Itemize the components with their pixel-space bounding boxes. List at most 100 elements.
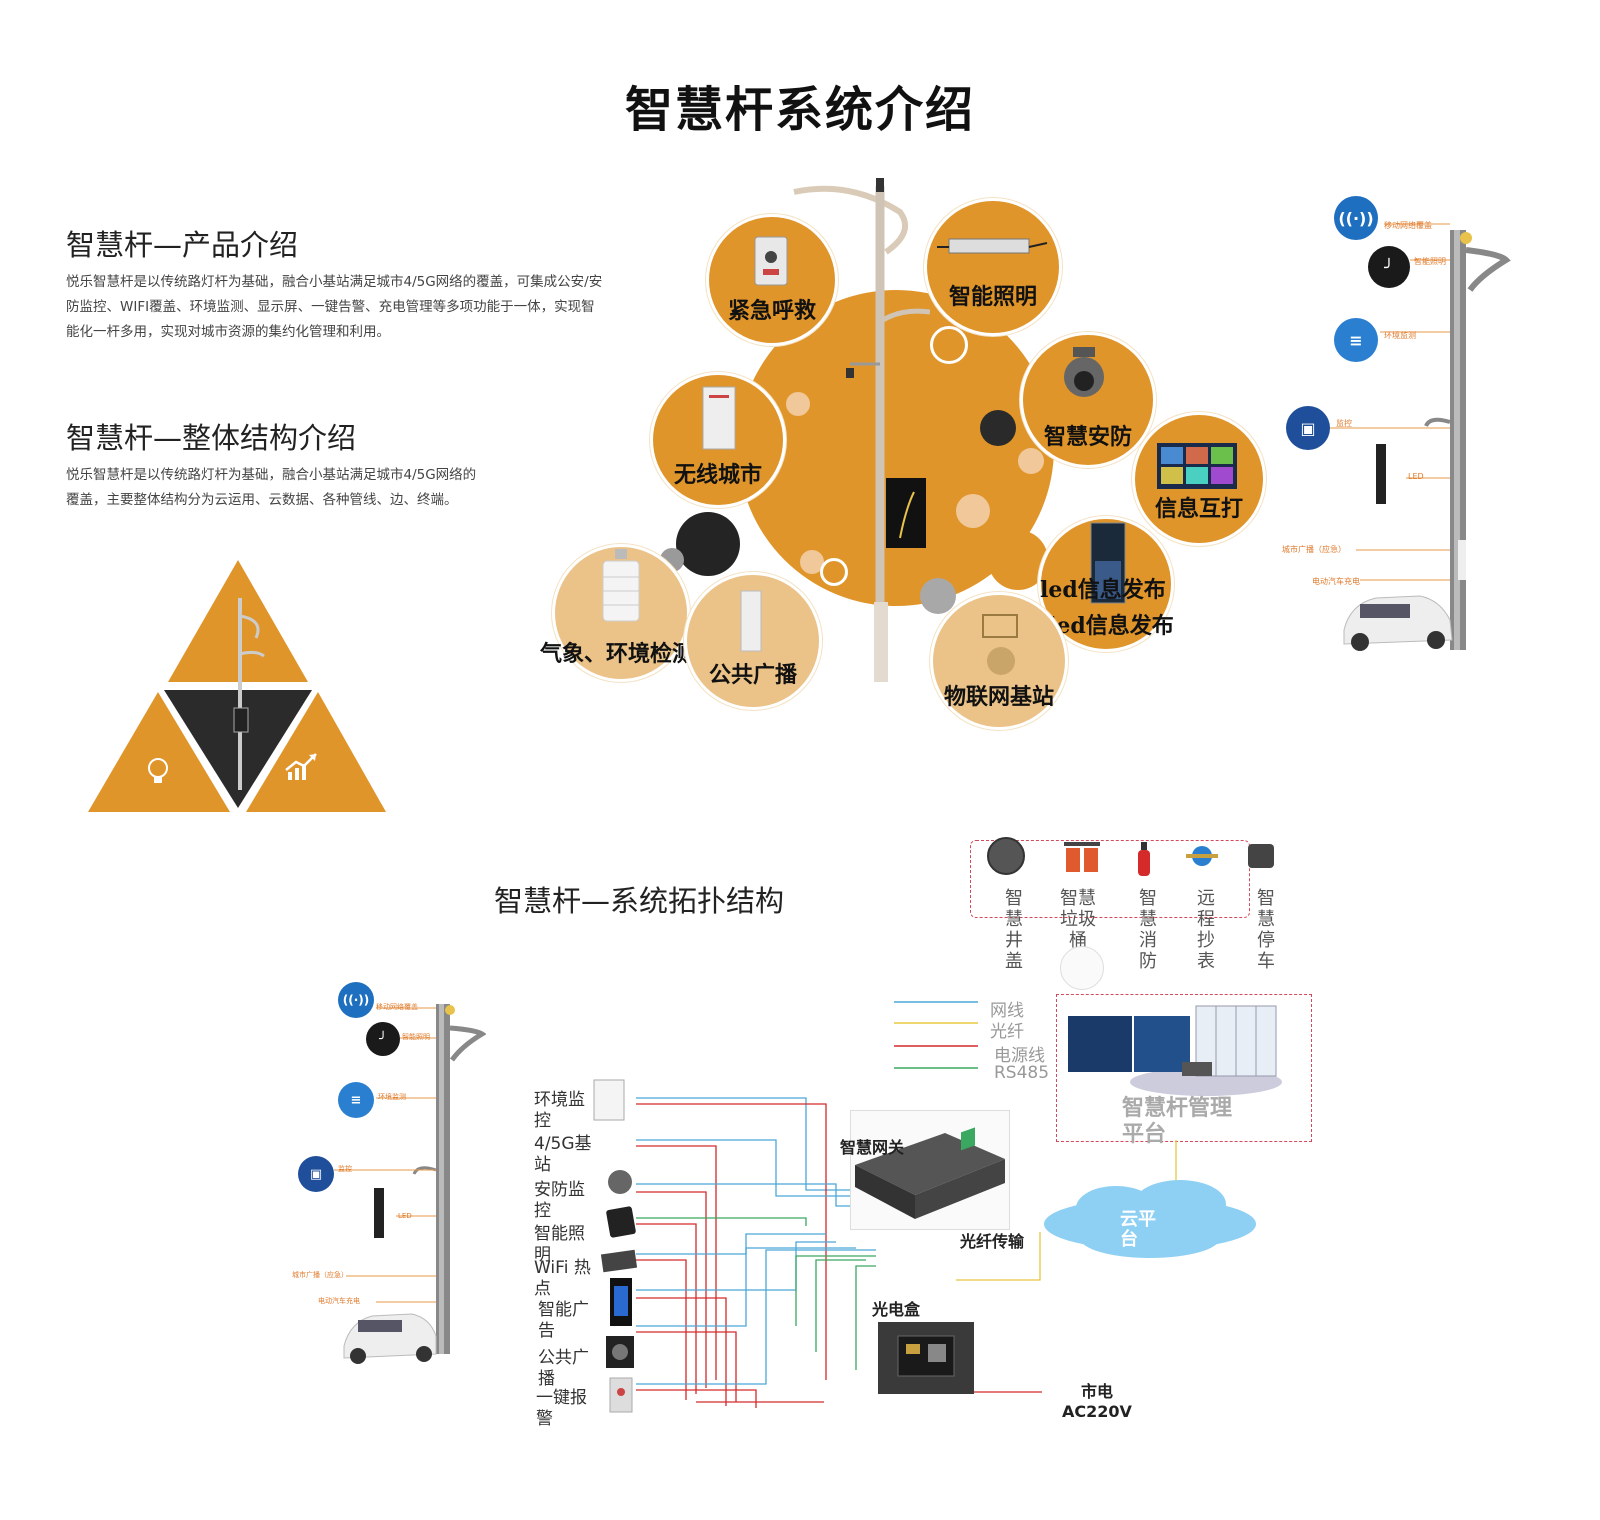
weather-label: 气象、环境检测	[540, 641, 695, 667]
photoelectric-box-icon	[878, 1322, 974, 1394]
page-title: 智慧杆系统介绍	[624, 82, 975, 138]
platform-label: 智慧杆管理平台	[1122, 1096, 1233, 1147]
device-public-broadcast: 公共广播	[538, 1348, 589, 1389]
management-platform-box	[1056, 994, 1312, 1142]
wifi-icon: ((·))	[338, 982, 374, 1018]
structure-text: 悦乐智慧杆是以传统路灯杆为基础，融合小基站满足城市4/5G网络的 覆盖，主要整体…	[66, 467, 477, 508]
topology-pole-diagram	[334, 1004, 486, 1364]
legend-power: 电源线	[994, 1046, 1045, 1066]
label-env-2: 环境监测	[378, 1093, 406, 1101]
driver-icon	[606, 1206, 636, 1238]
smart-pole-illustration	[793, 178, 930, 682]
gateway-label: 智慧网关	[840, 1138, 905, 1157]
label-monitor-2: 监控	[338, 1165, 352, 1173]
device-remote-meter: 远程抄表	[1197, 888, 1215, 972]
label-broadcast-2: 城市广播（应急）	[292, 1271, 348, 1279]
terminal-device-icons	[987, 837, 1274, 876]
device-smart-parking: 智慧停车	[1257, 888, 1275, 972]
bubble-smart-security: 智慧安防	[1020, 332, 1156, 468]
cloud-platform-icon	[1044, 1180, 1256, 1258]
bubble-iot-station: 物联网基站	[930, 592, 1068, 730]
triangle-structure-graphic	[88, 560, 386, 812]
device-wifi-hotspot: WiFi 热点	[534, 1258, 591, 1299]
decor-ring	[820, 558, 848, 586]
decor-dot-dark	[676, 512, 740, 576]
label-broadcast: 城市广播（应急）	[1282, 545, 1346, 554]
led-driver-icon	[937, 238, 1048, 254]
wifi-icon: ((·))	[1334, 196, 1378, 240]
camera-icon: ▣	[1286, 406, 1330, 450]
bubble-public-broadcast: 公共广播	[684, 572, 822, 710]
device-security-monitor: 安防监控	[534, 1180, 585, 1221]
bubble-wireless-city: 无线城市	[650, 372, 786, 508]
base-station-icon	[702, 386, 736, 450]
label-lighting-2: 智能照明	[402, 1033, 430, 1041]
bubble-emergency-call: 紧急呼救	[706, 214, 838, 346]
speaker-column-icon	[740, 590, 762, 652]
decor-dot-dark	[980, 410, 1016, 446]
weather-sensor-icon: ≡	[1334, 318, 1378, 362]
led-label-2: led信息发布	[1048, 613, 1174, 639]
gateway-device-icon	[855, 1127, 1005, 1219]
decor-dot-gray	[920, 578, 956, 614]
device-env-monitor: 环境监控	[534, 1090, 585, 1131]
label-mobile-2: 移动网络覆盖	[376, 1003, 418, 1011]
streetlight-icon: ╯	[366, 1022, 400, 1056]
box-label: 光电盒	[872, 1300, 921, 1319]
base-station-icon	[593, 1079, 625, 1121]
video-wall-icon	[1157, 443, 1237, 489]
bubble-smart-lighting: 智能照明	[924, 198, 1062, 336]
weather-sensor-icon: ≡	[338, 1082, 374, 1118]
iot-module-icon	[982, 614, 1018, 675]
bubble-weather-monitor	[552, 544, 690, 682]
label-led-2: LED	[398, 1212, 412, 1220]
pole-function-diagram	[1326, 223, 1511, 651]
structure-heading: 智慧杆—整体结构介绍	[66, 421, 357, 455]
decor-dot	[1018, 448, 1044, 474]
bubble-info-exchange: 信息互打	[1132, 412, 1266, 546]
dome-camera-icon	[608, 1170, 632, 1194]
device-smart-fire: 智慧消防	[1139, 888, 1157, 972]
wiring-lines	[636, 1097, 1177, 1408]
led-display-icon	[1090, 522, 1126, 604]
bulb-icon	[148, 758, 168, 783]
decor-dot	[956, 494, 990, 528]
cloud-label: 云平台	[1120, 1209, 1156, 1250]
line-legend-swatches	[894, 1001, 978, 1069]
device-smart-ad: 智能广告	[538, 1300, 589, 1341]
led-label-1: led信息发布	[1040, 577, 1166, 603]
gateway-box	[850, 1110, 1010, 1230]
device-smart-lighting: 智能照明	[534, 1224, 585, 1265]
label-env: 环境监测	[1384, 331, 1416, 340]
weather-sensor-icon	[1060, 946, 1104, 990]
product-text: 悦乐智慧杆是以传统路灯杆为基础，融合小基站满足城市4/5G网络的覆盖，可集成公安…	[66, 274, 603, 340]
topology-heading: 智慧杆—系统拓扑结构	[494, 884, 785, 918]
fiber-label: 光纤传输	[960, 1232, 1025, 1251]
streetlight-icon: ╯	[1368, 246, 1410, 288]
label-lighting: 智能照明	[1414, 257, 1446, 266]
device-smart-trashcan: 智慧垃圾桶	[1060, 888, 1096, 951]
ptz-camera-icon	[1064, 347, 1104, 397]
product-heading: 智慧杆—产品介绍	[66, 228, 299, 262]
label-led: LED	[1408, 472, 1424, 481]
device-alarm-button: 一键报警	[536, 1388, 587, 1429]
device-smart-manhole: 智慧井盖	[1005, 888, 1023, 972]
legend-fiber: 光纤	[990, 1022, 1024, 1042]
decor-ring	[930, 326, 968, 364]
control-room-icon	[1068, 1005, 1282, 1096]
legend-network-cable: 网线	[990, 1001, 1024, 1021]
device-icons	[593, 1079, 638, 1413]
intercom-icon	[754, 236, 788, 286]
label-monitor: 监控	[1336, 419, 1352, 428]
device-base-station: 4/5G基站	[534, 1134, 592, 1175]
decor-dot	[786, 392, 810, 416]
camera-icon: ▣	[298, 1156, 334, 1192]
wifi-ap-icon	[600, 1249, 638, 1273]
label-charging-2: 电动汽车充电	[318, 1297, 360, 1305]
terminal-devices-box	[970, 840, 1250, 918]
label-mobile: 移动网络覆盖	[1384, 221, 1432, 230]
legend-rs485: RS485	[994, 1063, 1050, 1083]
label-charging: 电动汽车充电	[1312, 577, 1360, 586]
weather-station-icon	[602, 549, 640, 622]
